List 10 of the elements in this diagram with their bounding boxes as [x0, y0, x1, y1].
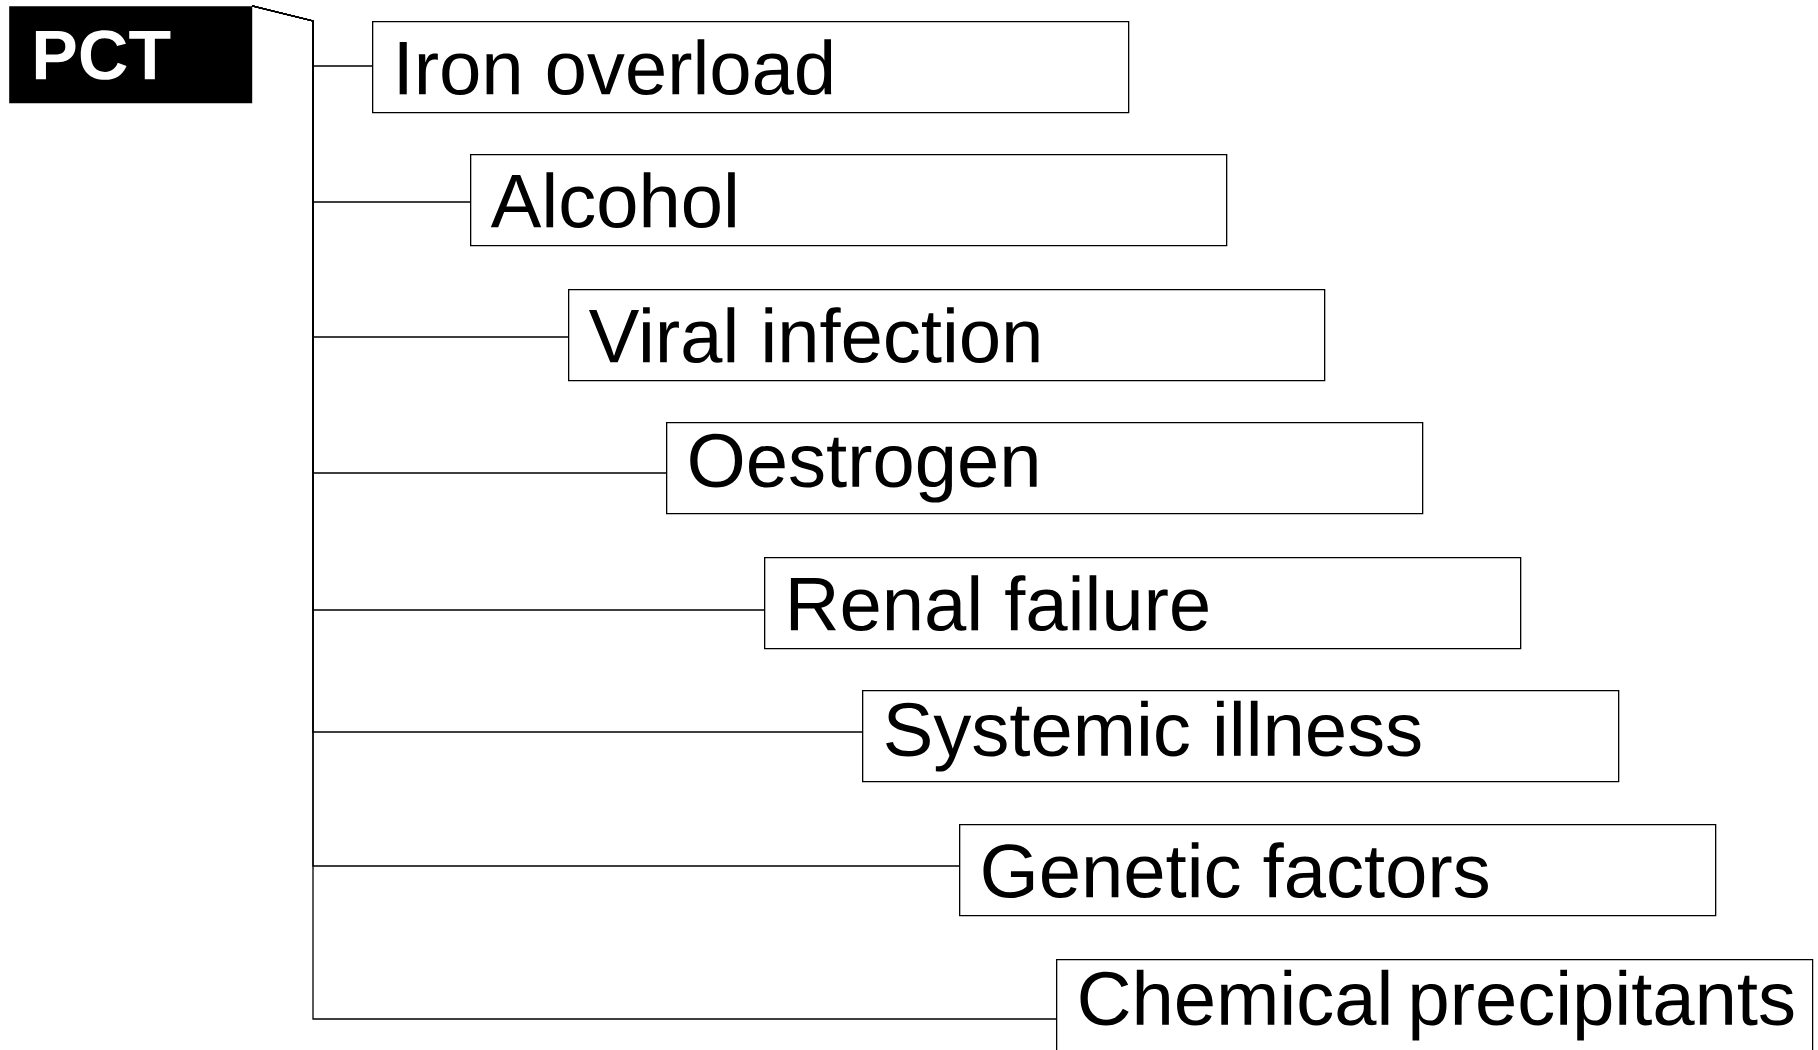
cause-box: Genetic factors: [959, 824, 1717, 917]
cause-box: Iron overload: [372, 21, 1130, 114]
cause-box: Alcohol: [470, 154, 1228, 247]
connector-line: [251, 5, 1057, 1020]
cause-box: Viral infection: [568, 289, 1326, 382]
cause-box: Systemic illness: [862, 690, 1620, 783]
root-box: PCT: [9, 6, 253, 104]
cause-box: Oestrogen: [666, 422, 1424, 515]
cause-box: Chemical precipitants: [1056, 959, 1814, 1050]
cause-box: Renal failure: [764, 557, 1522, 650]
